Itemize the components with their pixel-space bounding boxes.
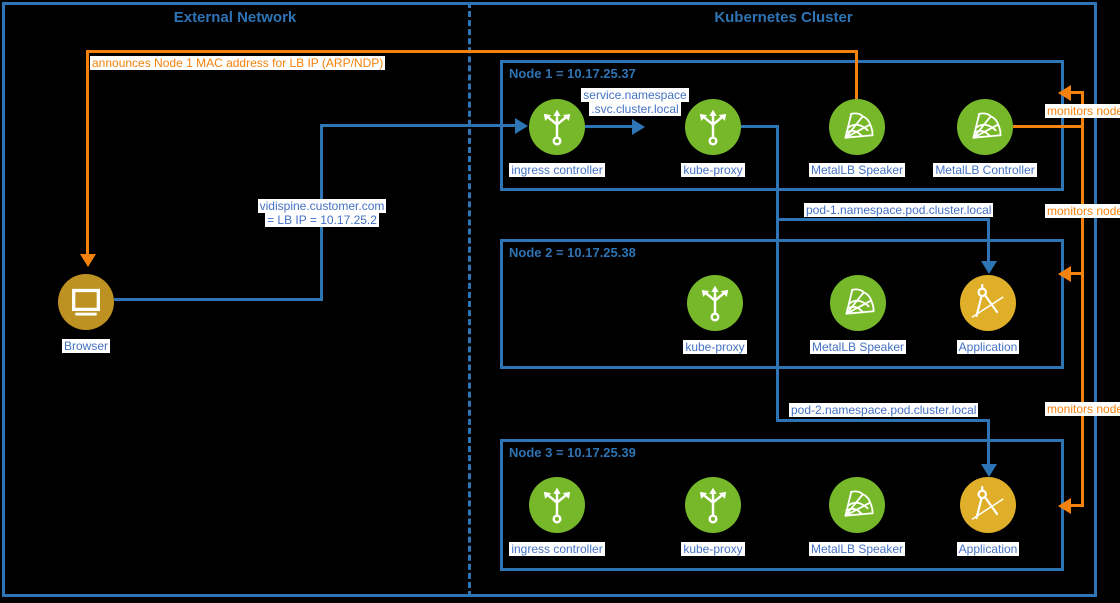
- external-network-title: External Network: [173, 9, 297, 26]
- edge-kubeproxy-down-segment: [776, 125, 779, 422]
- monitor-icon: [63, 279, 109, 325]
- edge-pod2-down-segment: [987, 419, 990, 465]
- edge-pod1-branch-segment: [776, 218, 990, 221]
- edge-monitors-node1-segment: [1069, 91, 1083, 94]
- service-dns-label: service.namespace.svc.cluster.local: [581, 88, 689, 116]
- node-2-box: Node 2 = 10.17.25.38: [500, 239, 1064, 369]
- edge-controller-right-segment: [1013, 125, 1084, 128]
- node-2-title: Node 2 = 10.17.25.38: [509, 245, 636, 260]
- edge-monitors-node2-segment: [1069, 272, 1083, 275]
- node1-metallb-speaker: [829, 99, 885, 155]
- edge-pod2-branch-segment: [776, 419, 990, 422]
- edge-browser-to-ingress-segment: [320, 124, 516, 127]
- edge-browser-right-segment: [114, 298, 322, 301]
- node3-application: [960, 477, 1016, 533]
- kubernetes-cluster-title: Kubernetes Cluster: [714, 9, 853, 26]
- node1-metallb-controller: [957, 99, 1013, 155]
- node1-ingress-controller: [529, 99, 585, 155]
- node-3-title: Node 3 = 10.17.25.39: [509, 445, 636, 460]
- monitors-node-label-1: monitors node: [1045, 104, 1120, 118]
- compass-icon: [965, 482, 1011, 528]
- node3-metallb-speaker: [829, 477, 885, 533]
- arrowhead-into-node2-application: [981, 261, 997, 274]
- arrowhead-into-browser: [80, 254, 96, 267]
- announce-label: announces Node 1 MAC address for LB IP (…: [90, 56, 386, 70]
- edge-monitors-node3-segment: [1069, 504, 1083, 507]
- arrowhead-into-node3-application: [981, 464, 997, 477]
- node-1-title: Node 1 = 10.17.25.37: [509, 66, 636, 81]
- edge-announce-top-segment: [86, 50, 858, 53]
- arrowhead-monitors-node3: [1058, 498, 1071, 514]
- compass-icon: [965, 280, 1011, 326]
- metallb-fan-icon: [834, 482, 880, 528]
- metallb-fan-icon: [962, 104, 1008, 150]
- node1-kube-proxy: [685, 99, 741, 155]
- node2-application: [960, 275, 1016, 331]
- node3-ingress-controller: [529, 477, 585, 533]
- branch-icon: [534, 482, 580, 528]
- edge-announce-down-segment: [86, 50, 89, 255]
- node2-metallb-speaker: [830, 275, 886, 331]
- edge-pod1-down-segment: [987, 218, 990, 262]
- arrowhead-monitors-node1: [1058, 85, 1071, 101]
- metallb-fan-icon: [834, 104, 880, 150]
- branch-icon: [690, 482, 736, 528]
- arrowhead-monitors-node2: [1058, 266, 1071, 282]
- arrowhead-into-kube-proxy: [632, 119, 645, 135]
- monitors-node-label-3: monitors node: [1045, 402, 1120, 416]
- edge-kubeproxy-right-segment: [741, 125, 779, 128]
- edge-ingress-to-kubeproxy-segment: [585, 125, 633, 128]
- edge-monitors-vertical-segment: [1081, 91, 1084, 507]
- pod1-dns-label: pod-1.namespace.pod.cluster.local: [804, 203, 994, 217]
- vidispine-label: vidispine.customer.com= LB IP = 10.17.25…: [257, 199, 387, 227]
- branch-icon: [692, 280, 738, 326]
- arrowhead-into-ingress-controller: [515, 118, 528, 134]
- monitors-node-label-2: monitors node: [1045, 204, 1120, 218]
- network-boundary-dashed-line: [468, 2, 471, 597]
- outer-border: [2, 2, 1097, 597]
- node3-kube-proxy: [685, 477, 741, 533]
- edge-speaker-up-segment: [855, 50, 858, 100]
- browser-node: [58, 274, 114, 330]
- metallb-fan-icon: [835, 280, 881, 326]
- pod2-dns-label: pod-2.namespace.pod.cluster.local: [789, 403, 979, 417]
- node2-kube-proxy: [687, 275, 743, 331]
